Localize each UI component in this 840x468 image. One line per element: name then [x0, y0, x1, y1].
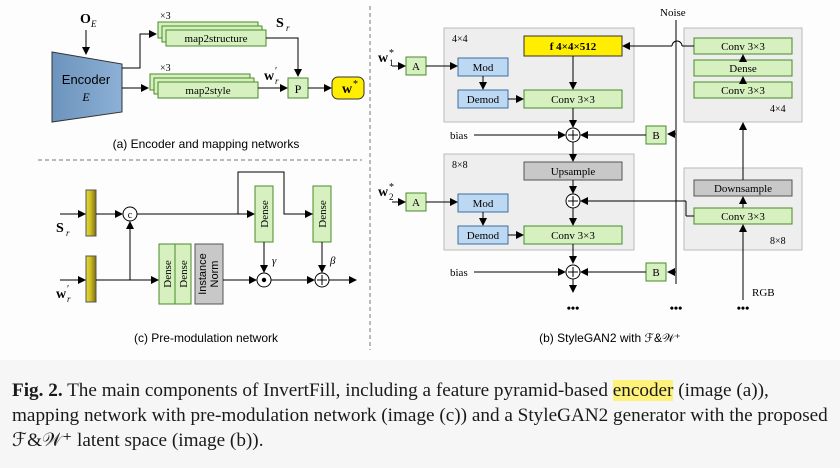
dots-noise: •••: [670, 301, 683, 315]
instance-norm-label-1: Instance: [197, 253, 209, 295]
w2-sub: 2: [389, 192, 394, 202]
dots-disc: •••: [737, 301, 750, 315]
caption-label: Fig. 2.: [12, 380, 63, 401]
map2style-block: [157, 81, 259, 99]
wr-label-c: w: [56, 287, 67, 302]
bias-label-2: bias: [450, 267, 468, 279]
panel-b-stylegan2: 4×4 8×8 4×4 8×8 Noise w * 1 A Mod Demod …: [378, 7, 803, 345]
caption-c: (c) Pre-modulation network: [134, 331, 279, 345]
upsample-label: Upsample: [551, 166, 596, 178]
dense-beta-label: Dense: [317, 200, 329, 228]
wstar-sup: *: [353, 79, 358, 90]
rgb-label: RGB: [752, 287, 775, 299]
sr-feature-bar: [85, 189, 97, 237]
beta-label: β: [329, 255, 336, 267]
figure-caption: Fig. 2. The main components of InvertFil…: [12, 378, 832, 453]
dots-gen: •••: [567, 301, 580, 315]
wstar-block: [331, 76, 365, 100]
instance-norm-block: [194, 243, 224, 305]
encoder-block: [51, 51, 123, 123]
downsample-label: Downsample: [714, 183, 772, 195]
w1-sub: 1: [389, 58, 394, 68]
w1-sup: *: [389, 48, 394, 59]
wr-feature-bar: [85, 255, 97, 303]
demod-label-1: Demod: [467, 94, 500, 106]
disc-dense-label: Dense: [729, 63, 757, 75]
encoder-label: Encoder: [62, 72, 111, 87]
wr-label-a: w: [264, 69, 275, 84]
caption-text-before: The main components of InvertFill, inclu…: [62, 380, 613, 401]
caption-highlight: encoder: [612, 380, 674, 401]
const-f-label: f 4×4×512: [550, 41, 597, 53]
b-label-1: B: [652, 130, 659, 142]
map2style-label: map2style: [185, 85, 230, 97]
conv-label-1: Conv 3×3: [551, 94, 595, 106]
disc-conv-4x4-b-label: Conv 3×3: [721, 85, 765, 97]
w1-label: w: [378, 51, 389, 66]
mod-label-2: Mod: [473, 198, 494, 210]
disc-conv-8x8-label: Conv 3×3: [721, 211, 765, 223]
w2-sup: *: [389, 182, 394, 193]
wr-sup-c: ′: [67, 284, 69, 295]
architecture-diagram: Encoder E O E ×3 map2structure ×3 map2st…: [38, 6, 803, 350]
mod-label-1: Mod: [473, 62, 494, 74]
repeat-top: ×3: [160, 11, 171, 22]
oe-sub: E: [90, 19, 97, 29]
figure-caption-area: Fig. 2. The main components of InvertFil…: [0, 360, 840, 468]
b-label-2: B: [652, 267, 659, 279]
sr-sub-a: r: [286, 23, 290, 33]
repeat-bottom: ×3: [160, 63, 171, 74]
figure: Encoder E O E ×3 map2structure ×3 map2st…: [38, 6, 803, 350]
w2-label: w: [378, 185, 389, 200]
panel-c-pre-modulation: S r w ′ r c Dense Dense Dense Dense Inst…: [56, 171, 357, 345]
p-label: P: [295, 82, 302, 96]
disc-conv-4x4-label: Conv 3×3: [721, 41, 765, 53]
sr-sub-c: r: [66, 228, 70, 238]
wstar-label: w: [342, 82, 353, 97]
sr-label-c: S: [56, 221, 64, 236]
encoder-symbol: E: [81, 90, 90, 104]
dense-gamma-label: Dense: [259, 200, 271, 228]
oe-label: O: [80, 12, 91, 27]
instance-norm-label-2: Norm: [209, 261, 221, 288]
panel-a-encoder-mapping: Encoder E O E ×3 map2structure ×3 map2st…: [51, 11, 365, 151]
noise-label: Noise: [660, 7, 686, 19]
concat-label: c: [128, 210, 133, 221]
a-label-2: A: [412, 197, 420, 209]
dense-block-2: [174, 243, 192, 305]
wr-sub-c: r: [67, 294, 71, 304]
conv-label-2: Conv 3×3: [551, 230, 595, 242]
bias-label-1: bias: [450, 130, 468, 142]
sr-label-a: S: [276, 16, 284, 31]
caption-text-after: (image (a)), mapping network with pre-mo…: [12, 380, 828, 451]
dense-label-1: Dense: [162, 260, 174, 288]
a-label-1: A: [412, 61, 420, 73]
res-4x4-gen: 4×4: [452, 34, 468, 45]
caption-b: (b) StyleGAN2 with ℱ&𝒲⁺: [539, 331, 681, 345]
map2structure-label: map2structure: [185, 33, 248, 45]
demod-label-2: Demod: [467, 230, 500, 242]
dense-label-2: Dense: [178, 260, 190, 288]
res-8x8-gen: 8×8: [452, 160, 468, 171]
res-4x4-disc: 4×4: [770, 104, 786, 115]
res-8x8-disc: 8×8: [770, 236, 786, 247]
caption-a: (a) Encoder and mapping networks: [113, 137, 300, 151]
wr-sup-a: ′: [275, 66, 277, 77]
wr-sub-a: r: [275, 76, 279, 86]
gamma-label: γ: [272, 255, 277, 267]
